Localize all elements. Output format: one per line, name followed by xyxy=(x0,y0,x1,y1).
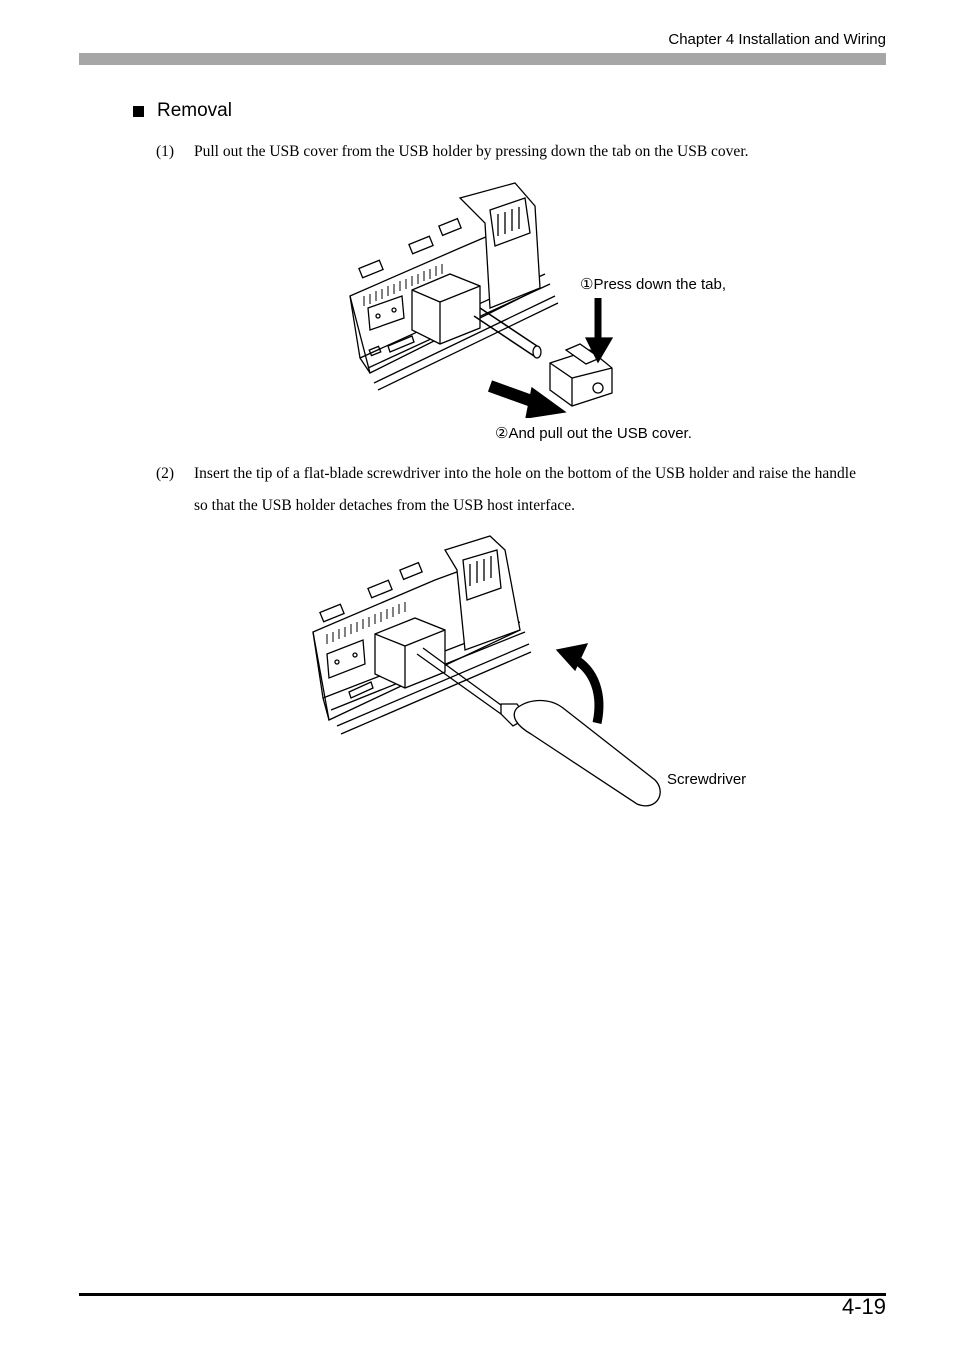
screwdriver-removal-illustration xyxy=(312,535,661,807)
square-bullet-icon xyxy=(133,105,144,117)
callout-press-tab: ①Press down the tab, xyxy=(580,276,727,293)
section-title: Removal xyxy=(157,100,232,121)
page-number: 4-19 xyxy=(841,1294,886,1319)
callout-pull-cover: ②And pull out the USB cover. xyxy=(495,425,692,442)
step-text: Pull out the USB cover from the USB hold… xyxy=(194,143,749,160)
step-number: (1) xyxy=(156,143,175,160)
chapter-title: Chapter 4 Installation and Wiring xyxy=(668,31,886,48)
section-heading: Removal xyxy=(133,100,232,122)
step-number: (2) xyxy=(156,465,175,482)
usb-cover-removal-illustration xyxy=(349,182,614,418)
step-text: Insert the tip of a flat-blade screwdriv… xyxy=(194,465,856,514)
header-rule xyxy=(79,53,886,65)
callout-screwdriver: Screwdriver xyxy=(667,771,747,788)
footer-rule xyxy=(79,1293,886,1296)
